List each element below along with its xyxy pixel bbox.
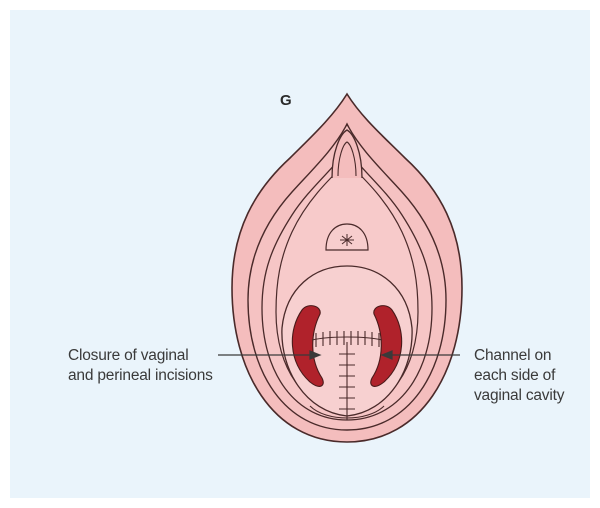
label-left-line-1: Closure of vaginal (68, 346, 213, 366)
label-vaginal-perineal-closure: Closure of vaginal and perineal incision… (68, 346, 213, 386)
label-channel: Channel on each side of vaginal cavity (474, 346, 564, 406)
label-right-line-1: Channel on (474, 346, 564, 366)
label-right-line-2: each side of (474, 366, 564, 386)
anatomy-illustration (10, 10, 590, 498)
label-right-line-3: vaginal cavity (474, 386, 564, 406)
panel-letter: G (280, 92, 292, 109)
label-left-line-2: and perineal incisions (68, 366, 213, 386)
figure-panel: G Closure of vaginal and perineal incisi… (10, 10, 590, 498)
